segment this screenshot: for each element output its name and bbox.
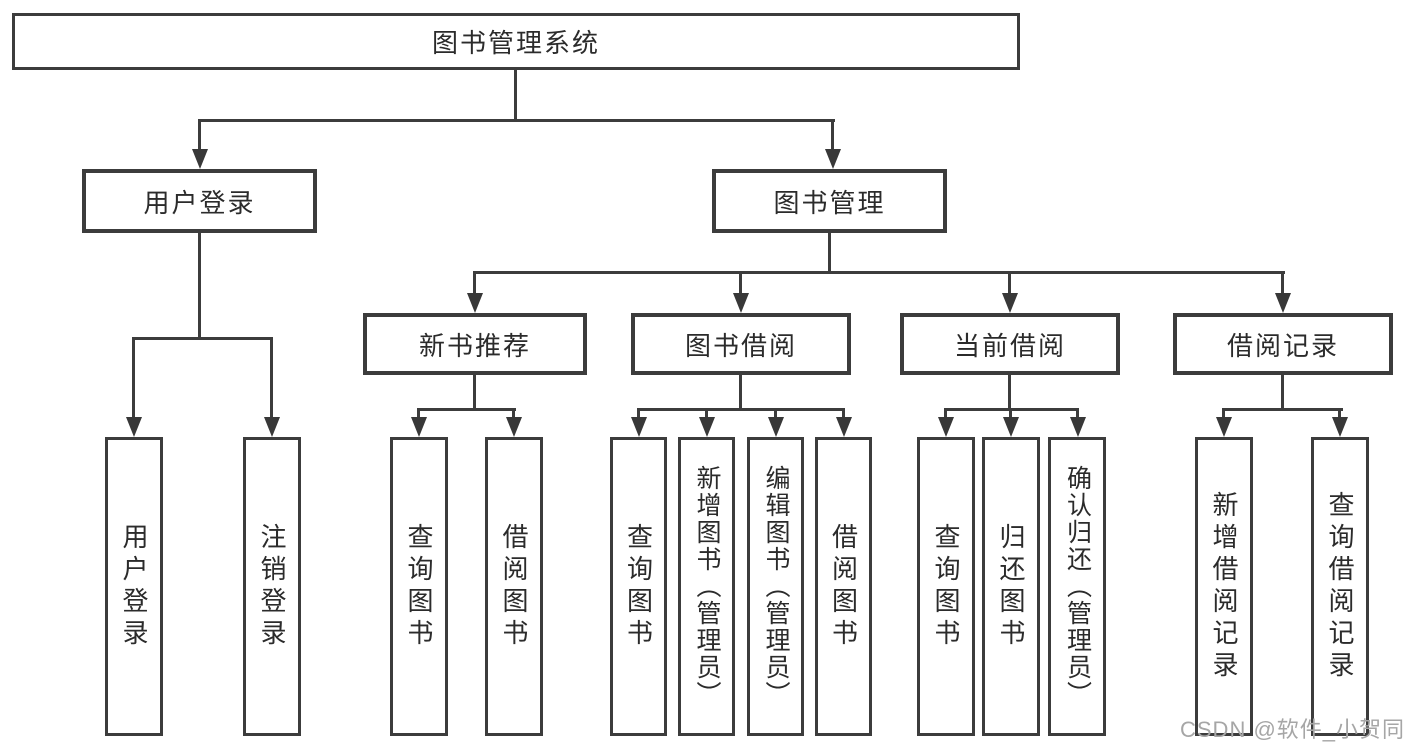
leaf-user-login-label: 用户登录	[119, 522, 149, 651]
node-new-book-recommend-label: 新书推荐	[418, 330, 531, 361]
leaf-confirm-return-admin-label: 确认归还（管理员）	[1063, 465, 1092, 708]
connector-stem	[842, 408, 845, 420]
arrowhead-down-icon	[1070, 417, 1086, 437]
connector-trunk	[1281, 375, 1284, 408]
arrowhead-down-icon	[192, 149, 208, 169]
leaf-query-books-2-label: 查询图书	[623, 522, 654, 651]
arrowhead-down-icon	[699, 417, 715, 437]
connector-bus	[417, 408, 516, 411]
node-current-borrow-label: 当前借阅	[953, 330, 1066, 361]
leaf-query-books-2: 查询图书	[610, 437, 667, 736]
arrowhead-down-icon	[126, 417, 142, 437]
connector-stem	[132, 337, 135, 420]
connector-stem	[473, 271, 476, 296]
connector-bus	[637, 408, 845, 411]
connector-trunk	[739, 375, 742, 408]
connector-stem	[1338, 408, 1341, 420]
connector-root-trunk	[514, 70, 517, 119]
connector-userlogin-trunk	[198, 233, 201, 337]
arrowhead-down-icon	[467, 293, 483, 313]
connector-stem	[774, 408, 777, 420]
node-current-borrow: 当前借阅	[900, 313, 1120, 375]
connector-trunk	[473, 375, 476, 408]
connector-trunk	[1008, 375, 1011, 408]
node-book-borrow-label: 图书借阅	[684, 330, 797, 361]
connector-userlogin-bus	[132, 337, 273, 340]
arrowhead-down-icon	[836, 417, 852, 437]
node-new-book-recommend: 新书推荐	[363, 313, 587, 375]
node-borrow-records: 借阅记录	[1173, 313, 1393, 375]
arrowhead-down-icon	[733, 293, 749, 313]
leaf-query-books-3: 查询图书	[917, 437, 975, 736]
arrowhead-down-icon	[768, 417, 784, 437]
arrowhead-down-icon	[938, 417, 954, 437]
leaf-query-books-1: 查询图书	[390, 437, 448, 736]
node-user-login: 用户登录	[82, 169, 317, 233]
arrowhead-down-icon	[411, 417, 427, 437]
leaf-confirm-return-admin: 确认归还（管理员）	[1048, 437, 1106, 736]
connector-stem	[1008, 271, 1011, 296]
connector-stem	[512, 408, 515, 420]
node-root-label: 图书管理系统	[431, 28, 600, 58]
connector-stem	[1222, 408, 1225, 420]
connector-stem	[198, 119, 201, 152]
connector-stem	[705, 408, 708, 420]
csdn-watermark: CSDN @软件_小贺同学	[1180, 717, 1405, 742]
connector-mgmt-trunk	[828, 233, 831, 271]
leaf-borrow-books-1: 借阅图书	[485, 437, 543, 736]
arrowhead-down-icon	[631, 417, 647, 437]
leaf-add-books-admin-label: 新增图书（管理员）	[693, 465, 721, 708]
connector-stem	[637, 408, 640, 420]
arrowhead-down-icon	[506, 417, 522, 437]
arrowhead-down-icon	[1003, 417, 1019, 437]
connector-stem	[1281, 271, 1284, 296]
leaf-return-books-label: 归还图书	[996, 522, 1026, 651]
arrowhead-down-icon	[1332, 417, 1348, 437]
node-book-management: 图书管理	[712, 169, 947, 233]
connector-root-bus	[198, 119, 835, 122]
leaf-borrow-books-1-label: 借阅图书	[499, 522, 529, 651]
connector-level3-bus	[473, 271, 1285, 274]
leaf-add-borrow-record-label: 新增借阅记录	[1209, 490, 1239, 683]
leaf-query-books-1-label: 查询图书	[404, 522, 434, 651]
leaf-user-login: 用户登录	[105, 437, 163, 736]
connector-bus	[1222, 408, 1343, 411]
connector-stem	[417, 408, 420, 420]
connector-stem	[270, 337, 273, 420]
connector-stem	[831, 119, 834, 152]
leaf-edit-books-admin: 编辑图书（管理员）	[747, 437, 804, 736]
leaf-borrow-books-2-label: 借阅图书	[828, 522, 859, 651]
connector-stem	[739, 271, 742, 296]
arrowhead-down-icon	[264, 417, 280, 437]
arrowhead-down-icon	[1216, 417, 1232, 437]
leaf-query-borrow-record-label: 查询借阅记录	[1325, 490, 1355, 683]
leaf-borrow-books-2: 借阅图书	[815, 437, 872, 736]
node-book-management-label: 图书管理	[773, 187, 886, 218]
node-user-login-label: 用户登录	[143, 187, 256, 218]
leaf-query-borrow-record: 查询借阅记录	[1311, 437, 1369, 736]
leaf-logout: 注销登录	[243, 437, 301, 736]
node-root-system: 图书管理系统	[12, 13, 1020, 70]
connector-stem	[1009, 408, 1012, 420]
leaf-logout-label: 注销登录	[257, 522, 287, 651]
connector-stem	[1076, 408, 1079, 420]
connector-stem	[944, 408, 947, 420]
leaf-query-books-3-label: 查询图书	[931, 522, 961, 651]
node-borrow-records-label: 借阅记录	[1226, 330, 1339, 361]
leaf-add-books-admin: 新增图书（管理员）	[678, 437, 735, 736]
arrowhead-down-icon	[1275, 293, 1291, 313]
arrowhead-down-icon	[825, 149, 841, 169]
node-book-borrow: 图书借阅	[631, 313, 851, 375]
arrowhead-down-icon	[1002, 293, 1018, 313]
leaf-return-books: 归还图书	[982, 437, 1040, 736]
leaf-edit-books-admin-label: 编辑图书（管理员）	[762, 465, 790, 708]
leaf-add-borrow-record: 新增借阅记录	[1195, 437, 1253, 736]
